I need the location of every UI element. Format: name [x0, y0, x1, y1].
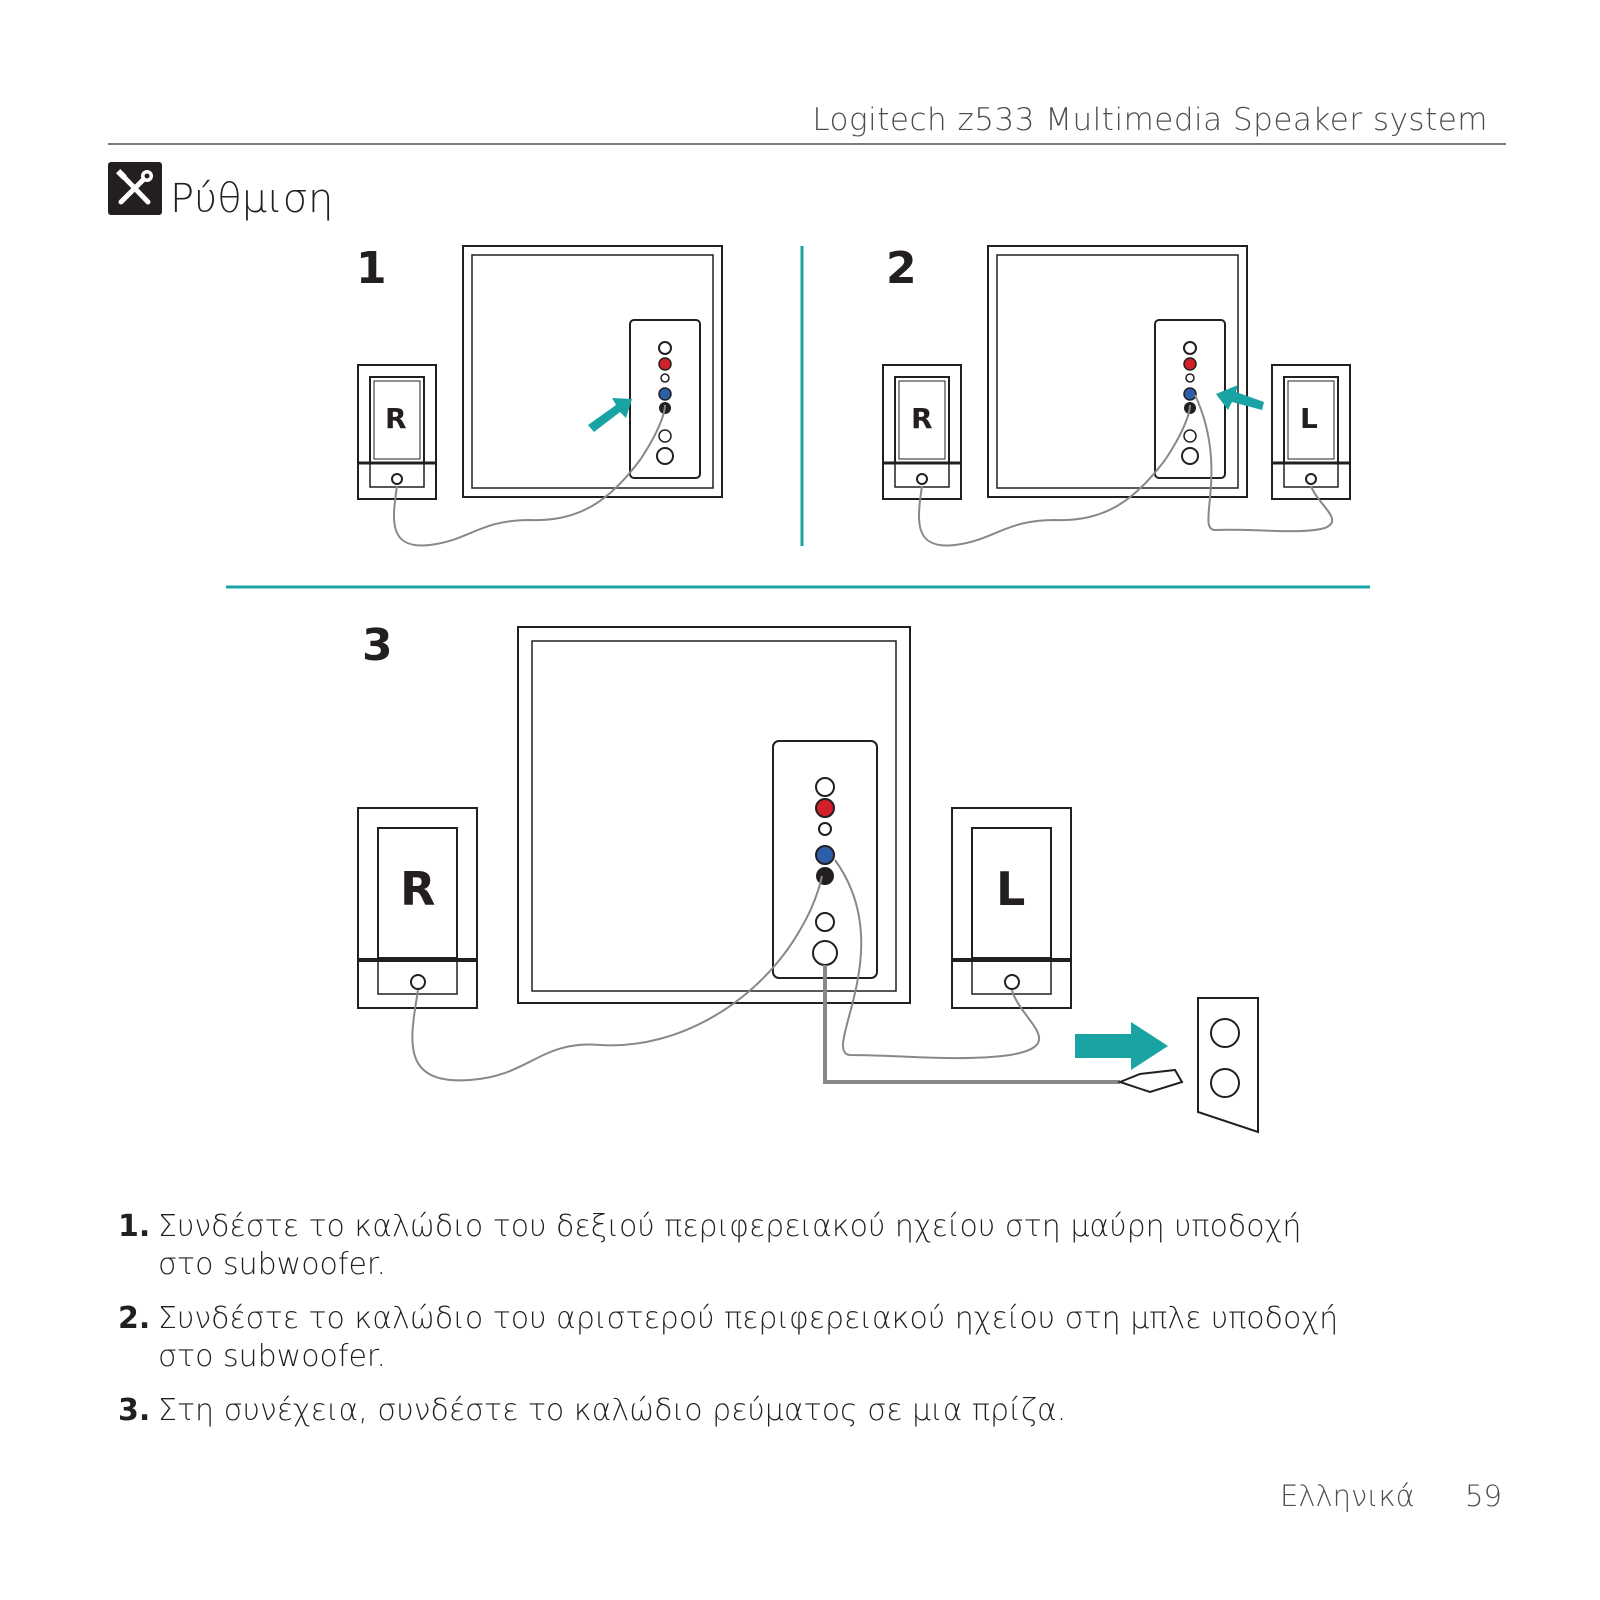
step-text: Συνδέστε το καλώδιο του δεξιού περιφερει…	[158, 1209, 1302, 1282]
footer-language: Ελληνικά	[1280, 1479, 1415, 1513]
header-rule	[108, 143, 1506, 145]
svg-text:R: R	[911, 402, 933, 435]
setup-diagram: 1 R 2 R L 3	[226, 243, 1370, 1134]
document-header-title: Logitech z533 Multimedia Speaker system	[812, 102, 1488, 138]
subwoofer	[987, 245, 1248, 498]
arrow-icon	[1075, 1022, 1168, 1070]
step-number-1: 1	[356, 243, 387, 294]
instruction-step-2: 2. Συνδέστε το καλώδιο του αριστερού περ…	[118, 1300, 1358, 1376]
instruction-step-3: 3. Στη συνέχεια, συνδέστε το καλώδιο ρεύ…	[118, 1392, 1358, 1430]
step-number: 3.	[118, 1393, 151, 1428]
step-number: 2.	[118, 1301, 151, 1336]
section-title: Ρύθμιση	[170, 176, 334, 222]
tools-icon	[108, 162, 162, 215]
step-number: 1.	[118, 1209, 151, 1244]
speaker-right: R	[881, 363, 963, 501]
step-number-3: 3	[362, 620, 393, 671]
svg-text:R: R	[400, 862, 435, 916]
speaker-left: L	[1270, 363, 1352, 501]
wall-outlet	[1197, 997, 1259, 1134]
svg-text:L: L	[996, 862, 1025, 916]
speaker-right: R	[357, 807, 478, 1009]
svg-text:R: R	[385, 402, 407, 435]
arrow-icon	[588, 398, 632, 432]
instruction-step-1: 1. Συνδέστε το καλώδιο του δεξιού περιφε…	[118, 1208, 1358, 1284]
instruction-list: 1. Συνδέστε το καλώδιο του δεξιού περιφε…	[118, 1208, 1358, 1446]
arrow-icon	[1216, 385, 1264, 410]
svg-text:L: L	[1300, 402, 1318, 435]
step-text: Συνδέστε το καλώδιο του αριστερού περιφε…	[158, 1301, 1339, 1374]
speaker-left: L	[951, 807, 1072, 1009]
subwoofer	[462, 245, 723, 498]
page-number: 59	[1465, 1479, 1502, 1513]
subwoofer	[517, 626, 911, 1004]
step-number-2: 2	[886, 243, 917, 294]
speaker-right: R	[356, 363, 438, 501]
step-text: Στη συνέχεια, συνδέστε το καλώδιο ρεύματ…	[158, 1393, 1067, 1428]
